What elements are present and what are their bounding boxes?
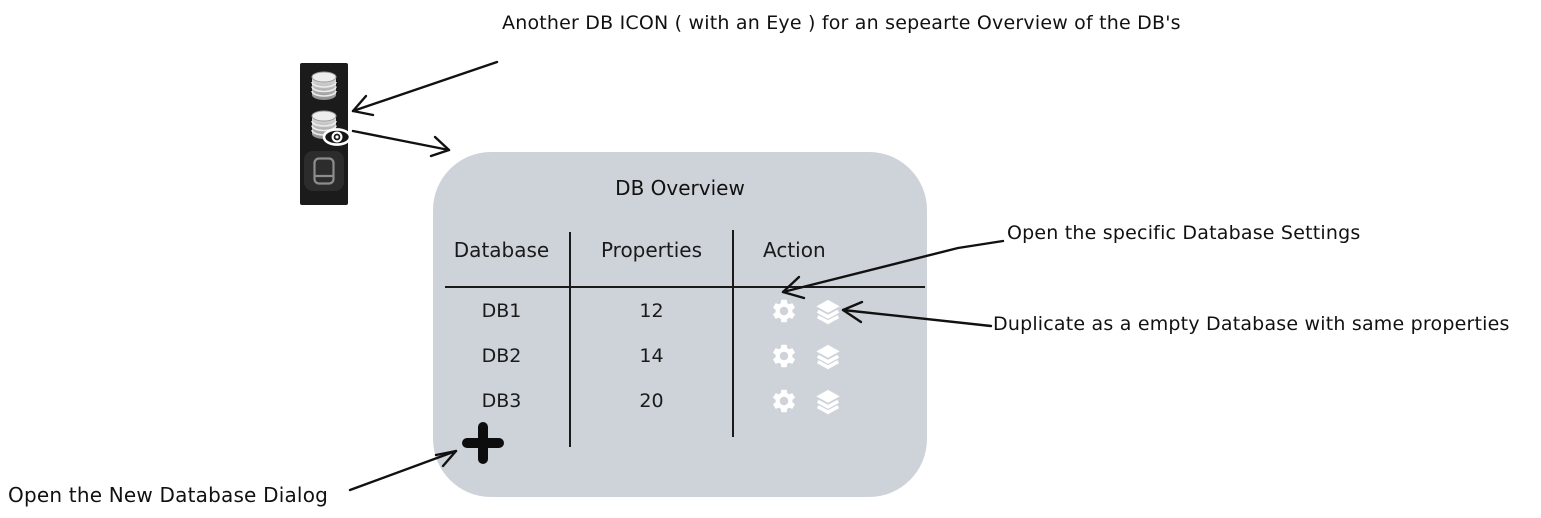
properties-count: 14 — [639, 344, 664, 367]
row-actions — [733, 296, 927, 326]
settings-gear-icon[interactable] — [769, 296, 799, 326]
database-name: DB1 — [481, 299, 522, 322]
table-header-row: Database Properties Action — [433, 238, 927, 262]
arrow-note-to-toolbar — [351, 60, 499, 117]
new-database-note: Open the New Database Dialog — [8, 483, 329, 507]
toolbar-note: Another DB ICON ( with an Eye ) for an s… — [502, 12, 1181, 34]
duplicate-layers-icon[interactable] — [813, 341, 843, 371]
left-toolbar — [300, 63, 352, 205]
duplicate-note: Duplicate as a empty Database with same … — [993, 313, 1510, 335]
properties-count: 12 — [639, 299, 664, 322]
properties-count: 20 — [639, 389, 664, 412]
header-underline — [445, 286, 925, 288]
settings-gear-icon[interactable] — [769, 386, 799, 416]
column-divider-2 — [732, 230, 734, 437]
column-header-database: Database — [453, 238, 550, 262]
eye-icon — [322, 127, 352, 151]
database-eye-overview-icon[interactable] — [308, 109, 352, 146]
database-icon[interactable] — [308, 70, 340, 102]
panel-title: DB Overview — [615, 176, 745, 200]
duplicate-layers-icon[interactable] — [813, 296, 843, 326]
database-name: DB2 — [481, 344, 522, 367]
duplicate-layers-icon[interactable] — [813, 386, 843, 416]
database-name: DB3 — [481, 389, 522, 412]
add-database-plus-icon[interactable] — [462, 422, 504, 464]
settings-note: Open the specific Database Settings — [1007, 222, 1361, 244]
settings-gear-icon[interactable] — [769, 341, 799, 371]
db-overview-panel: DB Overview Database Properties Action D… — [433, 152, 927, 497]
table-row: DB3 20 — [433, 378, 927, 423]
journal-icon[interactable] — [304, 151, 344, 191]
table-row: DB2 14 — [433, 333, 927, 378]
column-divider-1 — [569, 232, 571, 447]
column-header-properties: Properties — [600, 238, 703, 262]
column-header-action: Action — [763, 238, 826, 262]
table-row: DB1 12 — [433, 288, 927, 333]
arrow-eye-icon-to-panel — [351, 129, 451, 158]
row-actions — [733, 386, 927, 416]
row-actions — [733, 341, 927, 371]
